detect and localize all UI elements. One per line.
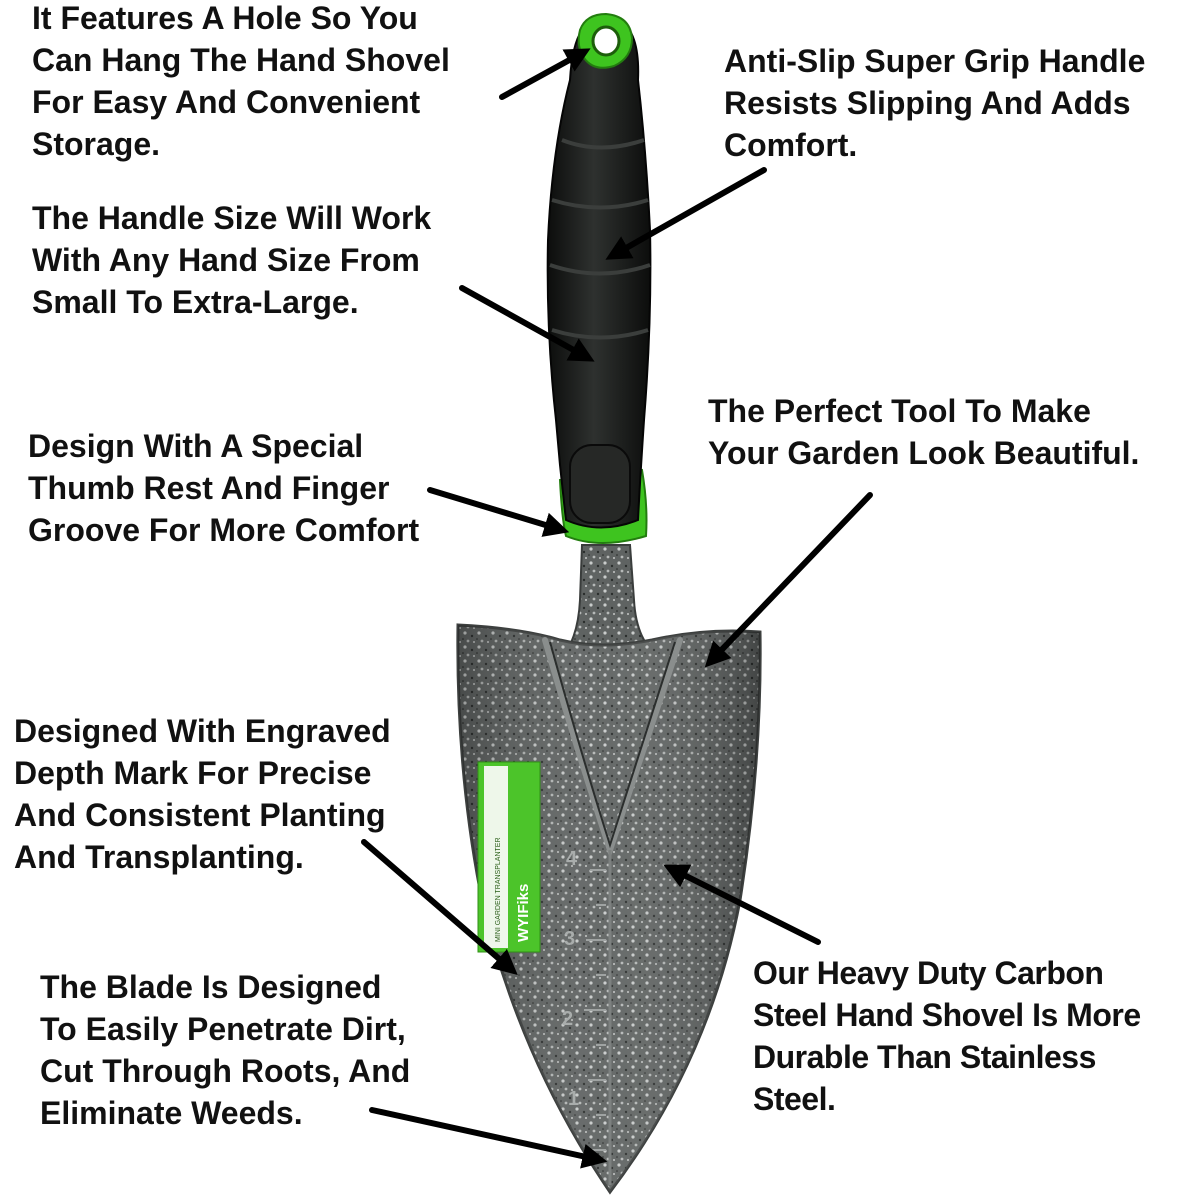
arrow-icon — [459, 285, 595, 362]
depth-mark-4: 4 — [566, 848, 578, 870]
callout-hang-hole: It Features A Hole So You Can Hang The H… — [32, 0, 450, 162]
callout-handle-size: The Handle Size Will Work With Any Hand … — [32, 200, 432, 320]
callout-blade: The Blade Is Designed To Easily Penetrat… — [40, 969, 411, 1131]
label-brand: WYIFiks — [515, 884, 532, 942]
callout-carbon-steel: Our Heavy Duty Carbon Steel Hand Shovel … — [753, 955, 1141, 1117]
arrow-icon — [663, 864, 821, 945]
arrow-icon — [369, 1107, 608, 1169]
callout-thumb-rest: Design With A Special Thumb Rest And Fin… — [28, 428, 420, 548]
arrow-icon — [704, 492, 873, 668]
arrow-icon — [361, 839, 518, 975]
depth-mark-3: 3 — [564, 928, 575, 950]
callout-arrows — [361, 48, 873, 1169]
callout-perfect-tool: The Perfect Tool To Make Your Garden Loo… — [708, 393, 1140, 471]
depth-mark-1: 1 — [568, 1088, 579, 1110]
callout-grip-handle: Anti-Slip Super Grip Handle Resists Slip… — [724, 43, 1146, 163]
arrow-icon — [605, 167, 767, 260]
shovel-handle — [546, 12, 652, 544]
arrow-icon — [427, 487, 570, 537]
depth-mark-2: 2 — [562, 1008, 573, 1030]
callout-depth-mark: Designed With Engraved Depth Mark For Pr… — [14, 713, 391, 875]
arrow-icon — [499, 48, 591, 100]
product-label-sticker: WYIFiks MINI GARDEN TRANSPLANTER — [477, 761, 541, 953]
label-product-line: MINI GARDEN TRANSPLANTER — [495, 838, 502, 943]
